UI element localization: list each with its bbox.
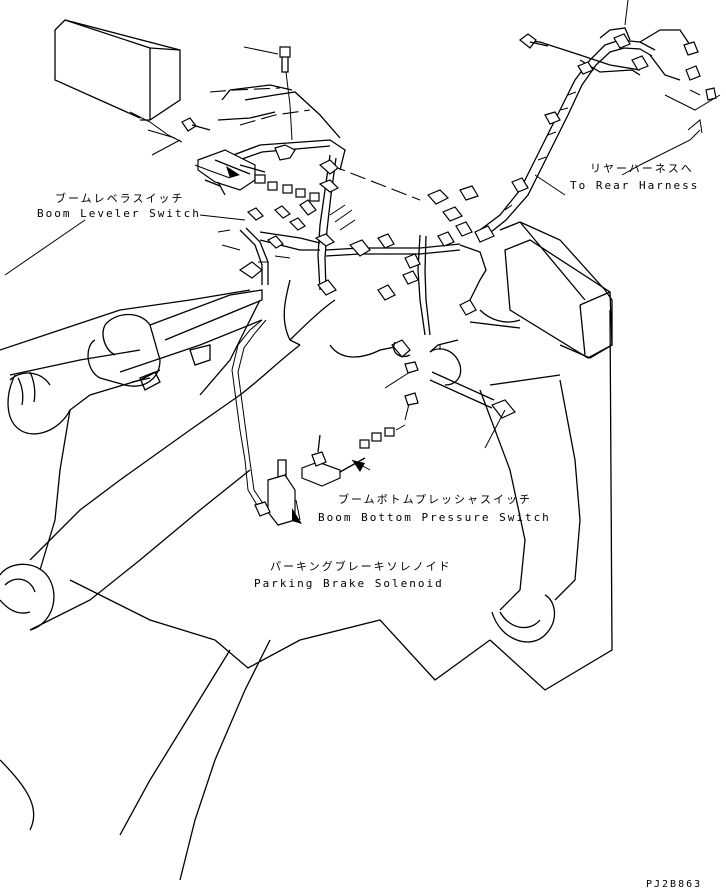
parking-brake-solenoid-jp-label: パーキングブレーキソレノイド [270,560,452,573]
parking-brake-solenoid-en-label: Parking Brake Solenoid [254,577,444,590]
cab-block [54,19,183,156]
boom-leveler-switch-en-label: Boom Leveler Switch [37,207,201,220]
main-harness [219,0,721,511]
arrow-heads [226,166,365,524]
boom-leveler-switch-jp-label: ブームレベラスイッチ [55,192,185,205]
boom-arm [0,289,263,631]
boom-bottom-pressure-switch-jp-label: ブームボトムプレッシャスイッチ [338,493,533,506]
frame-outline [0,221,613,881]
drawing-code: PJ2B863 [646,879,703,890]
rear-block [504,239,613,359]
boom-bottom-pressure-switch-en-label: Boom Bottom Pressure Switch [318,511,551,524]
rear-harness-jp-label: リヤーハーネスへ [590,162,694,175]
leader-lines [4,119,703,276]
connectors [181,33,717,526]
rear-harness-en-label: To Rear Harness [570,179,700,192]
dash-lines [209,87,521,231]
